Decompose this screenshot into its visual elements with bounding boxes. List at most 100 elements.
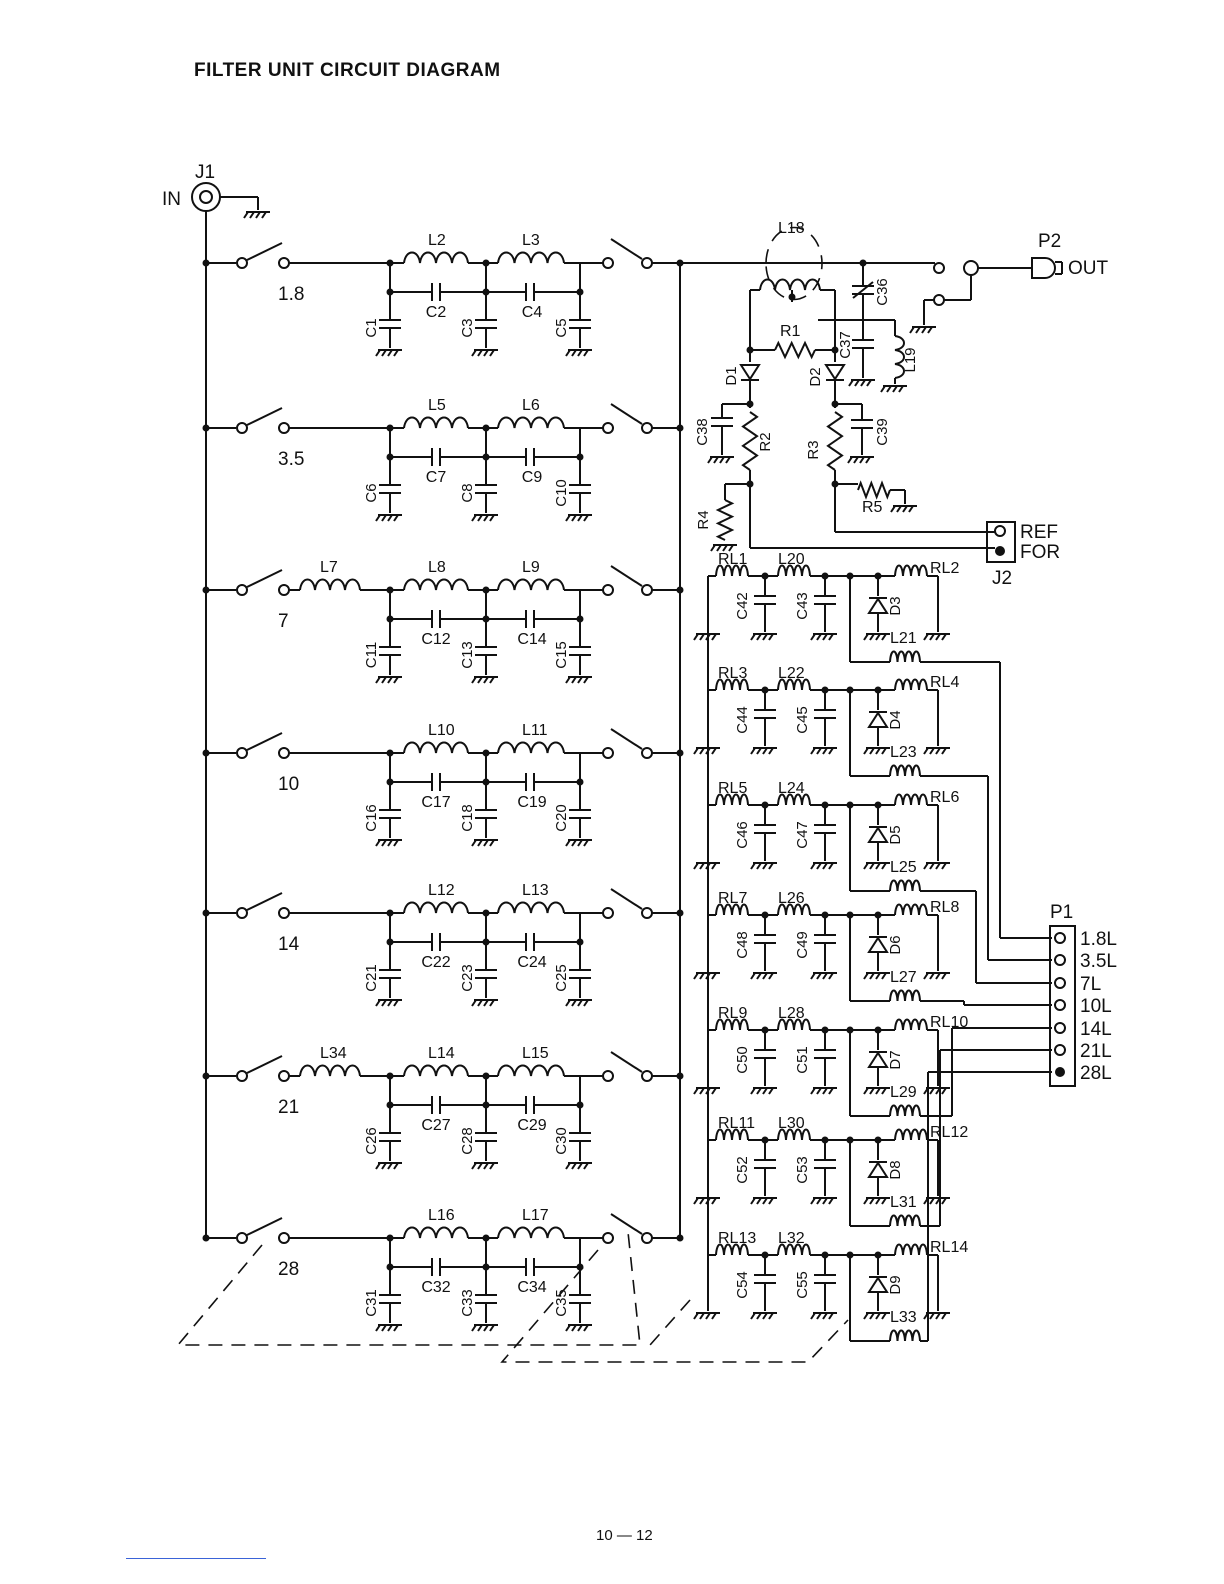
band-switch-output [610,403,643,425]
ground-icon [471,1324,477,1332]
ground-icon [387,349,393,357]
inductor-2-label: L15 [522,1045,549,1062]
switch-contact [602,257,614,269]
j2-for-pin [995,546,1005,556]
out-label: OUT [1068,258,1109,279]
ground-symbol [881,747,887,755]
ground-symbol [875,1087,881,1095]
relay-choke [889,650,921,663]
inductor-2-label: L13 [522,882,549,899]
ground-symbol [711,862,717,870]
ground-icon [483,1324,489,1332]
ground-icon [489,676,495,684]
ref-label: REF [1020,522,1058,543]
j1-connector-inner [199,190,213,204]
r5-resistor [857,480,891,500]
ground-symbol [935,862,941,870]
ground-symbol [935,633,941,641]
ground-symbol [711,747,717,755]
cap-label: C4 [522,304,543,321]
ground-symbol [941,1312,947,1320]
ground-symbol [768,1087,774,1095]
ground-icon [571,839,577,847]
ground-symbol [756,972,762,980]
relay-diode-label: D5 [887,825,904,844]
band-switch-output [610,1213,643,1235]
p1-pin-label-6: 28L [1080,1063,1112,1084]
relay-diode [867,936,889,953]
cap-label: C24 [517,954,546,971]
ground-symbol [756,747,762,755]
ground-icon [571,349,577,357]
ground-symbol [693,1087,699,1095]
ground-symbol [750,862,756,870]
ground-symbol [869,1087,875,1095]
output-junction [676,1072,684,1080]
ground-symbol [768,633,774,641]
p1-pin-label-3: 10L [1080,996,1112,1017]
ground-symbol [816,862,822,870]
cap-label: C2 [426,304,447,321]
ground-symbol [810,1312,816,1320]
relay-cap-2-label: C47 [794,821,811,849]
switch-pole [641,422,653,434]
ground-symbol [699,633,705,641]
cap-label: C27 [421,1117,450,1134]
output-junction [676,909,684,917]
c38-label: C38 [694,418,711,446]
ground-symbol [863,1087,869,1095]
page-number: 10 — 12 [596,1527,653,1544]
ground-icon [565,839,571,847]
ground-icon [477,839,483,847]
relay-diode [867,1276,889,1293]
switch-pole [641,1070,653,1082]
p1-pin [1054,977,1066,989]
cap-label: C34 [517,1279,546,1296]
relay-diode-label: D6 [887,935,904,954]
inductor-1 [403,901,469,914]
ground-symbol [822,633,828,641]
ground-icon [489,1162,495,1170]
ground-icon [393,514,399,522]
output-junction [676,749,684,757]
relay-inductor [777,903,811,916]
ground-icon [489,349,495,357]
ground-symbol [859,456,865,464]
ground-symbol [892,385,898,393]
ground-icon [387,999,393,1007]
output-junction [676,1234,684,1242]
relay-coil-b [894,678,928,691]
relay-choke-label: L25 [890,859,917,876]
ground-symbol [853,456,859,464]
switch-pole [236,1070,248,1082]
switch-contact [602,1070,614,1082]
cap-label: C22 [421,954,450,971]
ground-symbol [768,747,774,755]
switch-pole [641,257,653,269]
ground-icon [483,839,489,847]
ground-icon [387,1324,393,1332]
band-label-2: 7 [278,611,289,632]
ground-symbol [705,1312,711,1320]
inductor-2-label: L17 [522,1207,549,1224]
in-label: IN [162,189,181,210]
ground-icon [583,1324,589,1332]
switch-contact [278,584,290,596]
switch-contact [278,1070,290,1082]
ground-symbol [935,747,941,755]
ground-symbol [810,747,816,755]
ground-icon [483,514,489,522]
relay-choke [889,1214,921,1227]
cap-label: C1 [363,318,380,337]
cap-label: C35 [553,1289,570,1317]
l18-coil [759,278,821,291]
j1-ground-icon [255,211,261,219]
ground-symbol [863,862,869,870]
relay-label-b: RL2 [930,560,959,577]
ground-symbol [822,747,828,755]
page-title: FILTER UNIT CIRCUIT DIAGRAM [194,60,501,81]
relay-label-b: RL10 [930,1014,968,1031]
ground-symbol [929,633,935,641]
ground-symbol [750,747,756,755]
band-label-6: 28 [278,1259,299,1280]
